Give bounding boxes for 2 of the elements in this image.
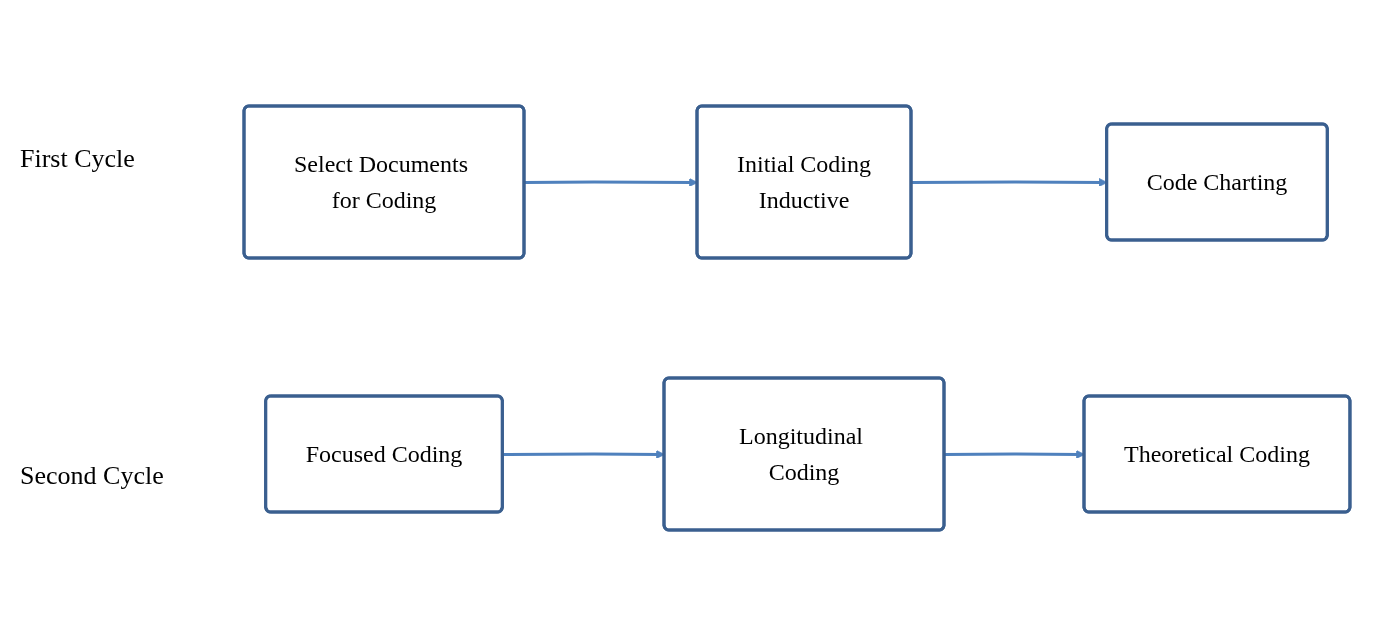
row-heading: Second Cycle — [20, 461, 165, 492]
row-heading: First Cycle — [20, 143, 136, 174]
